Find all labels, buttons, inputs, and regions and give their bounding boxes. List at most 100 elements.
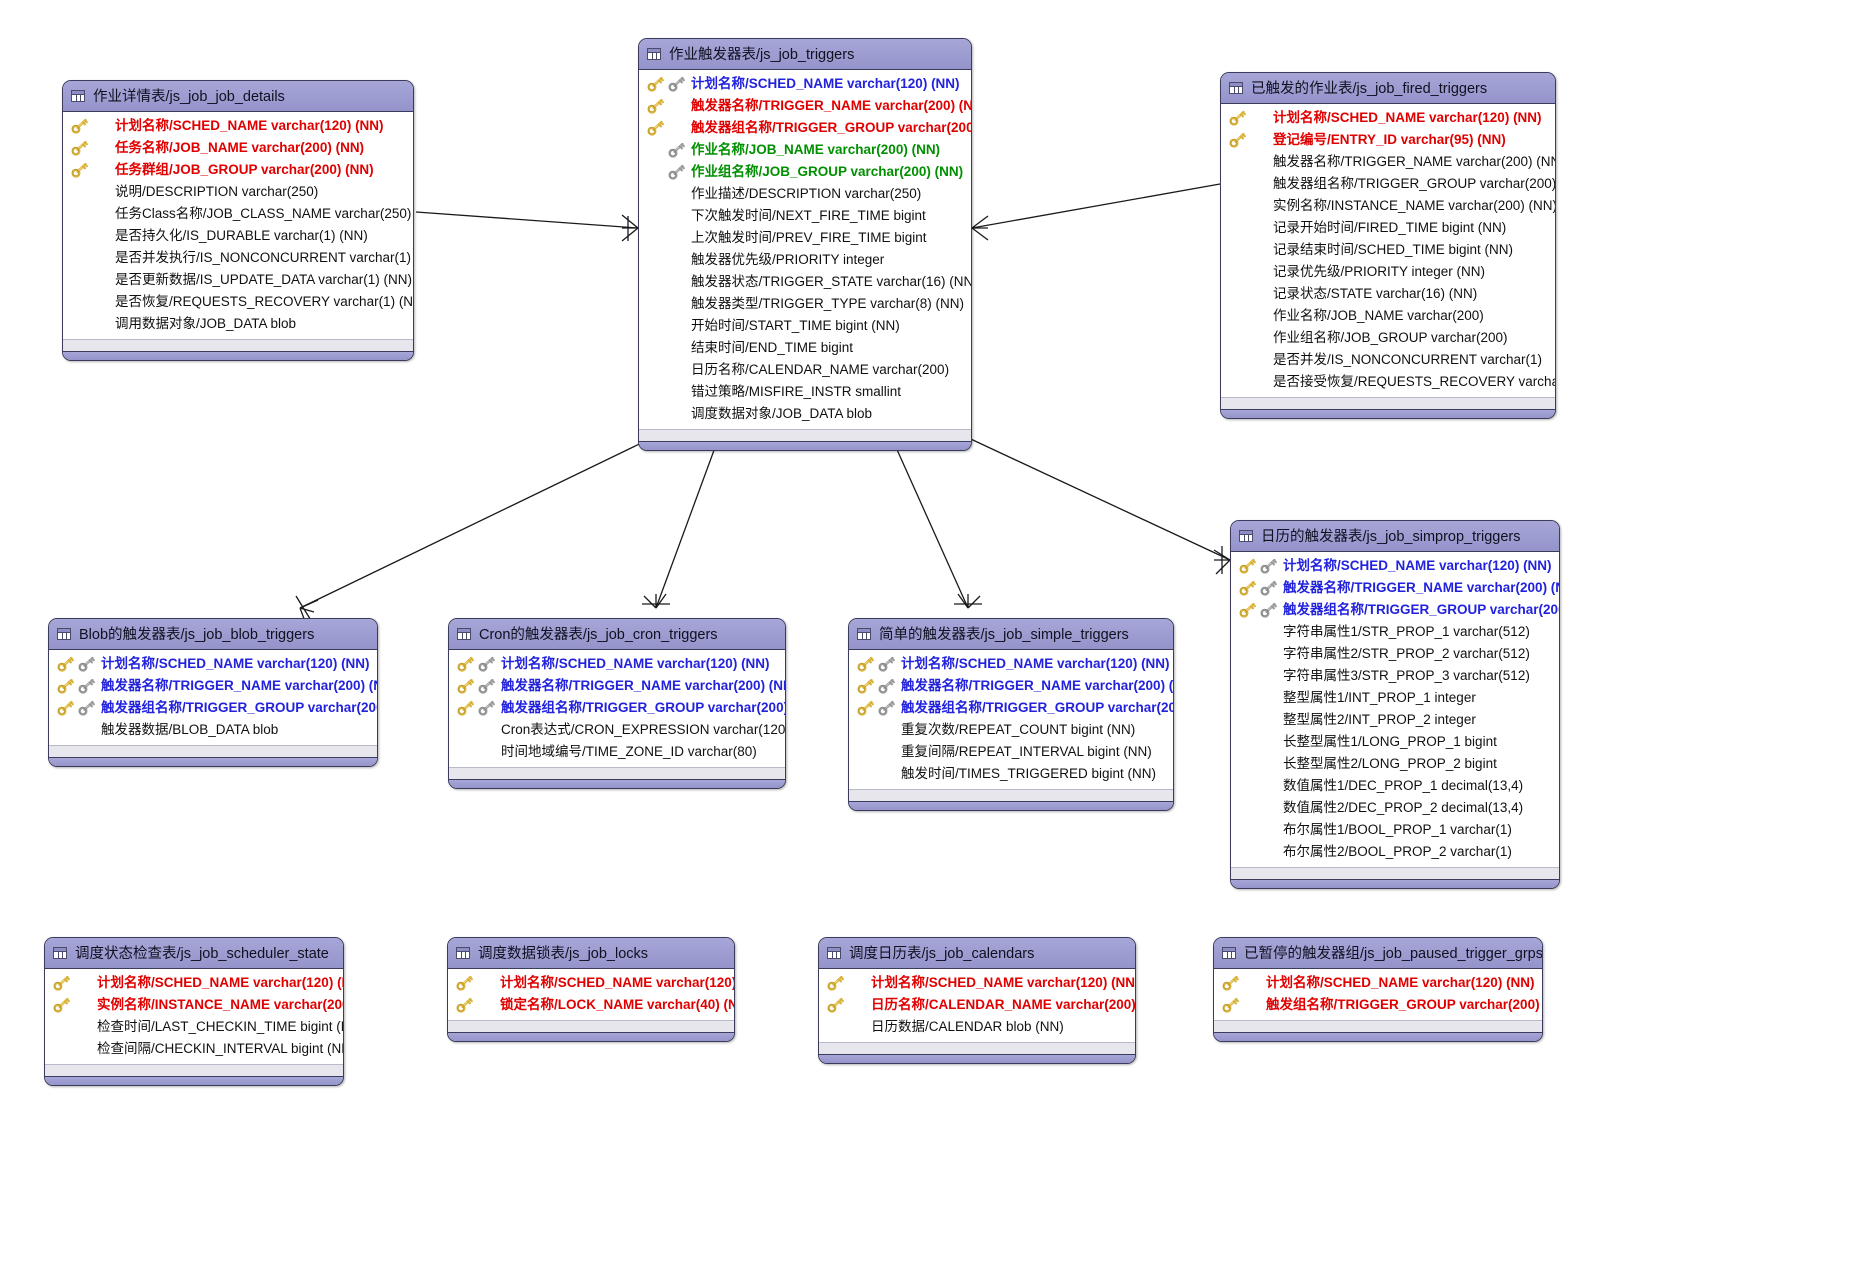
attribute-row-simprop_triggers-2[interactable]: 触发器组名称/TRIGGER_GROUP varchar(200) (NN) <box>1231 599 1559 621</box>
attribute-row-simple_triggers-5[interactable]: 触发时间/TIMES_TRIGGERED bigint (NN) <box>849 763 1173 785</box>
attribute-label-job_details-0: 计划名称/SCHED_NAME varchar(120) (NN) <box>115 118 384 134</box>
entity-scheduler_state[interactable]: 调度状态检查表/js_job_scheduler_state 计划名称/SCHE… <box>44 937 344 1086</box>
attribute-row-job_details-9[interactable]: 调用数据对象/JOB_DATA blob <box>63 313 413 335</box>
attribute-row-triggers-5[interactable]: 作业描述/DESCRIPTION varchar(250) <box>639 183 971 205</box>
attribute-row-job_details-1[interactable]: 任务名称/JOB_NAME varchar(200) (NN) <box>63 137 413 159</box>
attribute-row-job_details-3[interactable]: 说明/DESCRIPTION varchar(250) <box>63 181 413 203</box>
attribute-row-triggers-1[interactable]: 触发器名称/TRIGGER_NAME varchar(200) (NN) <box>639 95 971 117</box>
attribute-row-calendars-0[interactable]: 计划名称/SCHED_NAME varchar(120) (NN) <box>819 972 1135 994</box>
attribute-row-triggers-6[interactable]: 下次触发时间/NEXT_FIRE_TIME bigint <box>639 205 971 227</box>
attribute-row-fired_triggers-11[interactable]: 是否并发/IS_NONCONCURRENT varchar(1) <box>1221 349 1555 371</box>
attribute-row-triggers-9[interactable]: 触发器状态/TRIGGER_STATE varchar(16) (NN) <box>639 271 971 293</box>
attribute-row-fired_triggers-3[interactable]: 触发器组名称/TRIGGER_GROUP varchar(200) (NN) <box>1221 173 1555 195</box>
entity-blob_triggers[interactable]: Blob的触发器表/js_job_blob_triggers 计划名称/SCHE… <box>48 618 378 767</box>
attribute-row-blob_triggers-1[interactable]: 触发器名称/TRIGGER_NAME varchar(200) (NN) <box>49 675 377 697</box>
attribute-row-simple_triggers-3[interactable]: 重复次数/REPEAT_COUNT bigint (NN) <box>849 719 1173 741</box>
attribute-row-simprop_triggers-10[interactable]: 数值属性1/DEC_PROP_1 decimal(13,4) <box>1231 775 1559 797</box>
attribute-row-paused_trigger_grps-0[interactable]: 计划名称/SCHED_NAME varchar(120) (NN) <box>1214 972 1542 994</box>
attribute-row-triggers-3[interactable]: 作业名称/JOB_NAME varchar(200) (NN) <box>639 139 971 161</box>
attribute-row-cron_triggers-0[interactable]: 计划名称/SCHED_NAME varchar(120) (NN) <box>449 653 785 675</box>
attribute-row-fired_triggers-6[interactable]: 记录结束时间/SCHED_TIME bigint (NN) <box>1221 239 1555 261</box>
attribute-row-triggers-12[interactable]: 结束时间/END_TIME bigint <box>639 337 971 359</box>
attribute-label-job_details-9: 调用数据对象/JOB_DATA blob <box>115 316 297 332</box>
entity-footer <box>1221 397 1555 409</box>
attribute-row-fired_triggers-10[interactable]: 作业组名称/JOB_GROUP varchar(200) <box>1221 327 1555 349</box>
attribute-row-simprop_triggers-6[interactable]: 整型属性1/INT_PROP_1 integer <box>1231 687 1559 709</box>
attribute-row-paused_trigger_grps-1[interactable]: 触发组名称/TRIGGER_GROUP varchar(200) (NN) <box>1214 994 1542 1016</box>
attribute-row-triggers-13[interactable]: 日历名称/CALENDAR_NAME varchar(200) <box>639 359 971 381</box>
attribute-row-triggers-7[interactable]: 上次触发时间/PREV_FIRE_TIME bigint <box>639 227 971 249</box>
attribute-row-triggers-8[interactable]: 触发器优先级/PRIORITY integer <box>639 249 971 271</box>
attribute-row-triggers-15[interactable]: 调度数据对象/JOB_DATA blob <box>639 403 971 425</box>
attribute-row-job_details-5[interactable]: 是否持久化/IS_DURABLE varchar(1) (NN) <box>63 225 413 247</box>
attribute-row-triggers-11[interactable]: 开始时间/START_TIME bigint (NN) <box>639 315 971 337</box>
attribute-row-triggers-14[interactable]: 错过策略/MISFIRE_INSTR smallint <box>639 381 971 403</box>
attribute-row-cron_triggers-1[interactable]: 触发器名称/TRIGGER_NAME varchar(200) (NN) <box>449 675 785 697</box>
attribute-row-simprop_triggers-4[interactable]: 字符串属性2/STR_PROP_2 varchar(512) <box>1231 643 1559 665</box>
attribute-row-blob_triggers-2[interactable]: 触发器组名称/TRIGGER_GROUP varchar(200) (NN) <box>49 697 377 719</box>
entity-calendars[interactable]: 调度日历表/js_job_calendars 计划名称/SCHED_NAME v… <box>818 937 1136 1064</box>
attribute-row-scheduler_state-0[interactable]: 计划名称/SCHED_NAME varchar(120) (NN) <box>45 972 343 994</box>
entity-paused_trigger_grps[interactable]: 已暂停的触发器组/js_job_paused_trigger_grps 计划名称… <box>1213 937 1543 1042</box>
entity-locks[interactable]: 调度数据锁表/js_job_locks 计划名称/SCHED_NAME varc… <box>447 937 735 1042</box>
attribute-row-blob_triggers-0[interactable]: 计划名称/SCHED_NAME varchar(120) (NN) <box>49 653 377 675</box>
attribute-row-triggers-0[interactable]: 计划名称/SCHED_NAME varchar(120) (NN) <box>639 73 971 95</box>
attribute-row-cron_triggers-4[interactable]: 时间地域编号/TIME_ZONE_ID varchar(80) <box>449 741 785 763</box>
attribute-label-job_details-3: 说明/DESCRIPTION varchar(250) <box>115 184 319 200</box>
attribute-row-simprop_triggers-9[interactable]: 长整型属性2/LONG_PROP_2 bigint <box>1231 753 1559 775</box>
attribute-row-triggers-4[interactable]: 作业组名称/JOB_GROUP varchar(200) (NN) <box>639 161 971 183</box>
entity-fired_triggers[interactable]: 已触发的作业表/js_job_fired_triggers 计划名称/SCHED… <box>1220 72 1556 419</box>
attribute-row-fired_triggers-2[interactable]: 触发器名称/TRIGGER_NAME varchar(200) (NN) <box>1221 151 1555 173</box>
attribute-row-fired_triggers-1[interactable]: 登记编号/ENTRY_ID varchar(95) (NN) <box>1221 129 1555 151</box>
attribute-list-cron_triggers: 计划名称/SCHED_NAME varchar(120) (NN) 触发器名称/… <box>449 650 785 767</box>
attribute-row-job_details-2[interactable]: 任务群组/JOB_GROUP varchar(200) (NN) <box>63 159 413 181</box>
attribute-row-job_details-6[interactable]: 是否并发执行/IS_NONCONCURRENT varchar(1) (NN) <box>63 247 413 269</box>
attribute-row-locks-1[interactable]: 锁定名称/LOCK_NAME varchar(40) (NN) <box>448 994 734 1016</box>
attribute-row-simprop_triggers-3[interactable]: 字符串属性1/STR_PROP_1 varchar(512) <box>1231 621 1559 643</box>
attribute-row-fired_triggers-12[interactable]: 是否接受恢复/REQUESTS_RECOVERY varchar(1) <box>1221 371 1555 393</box>
attribute-row-simprop_triggers-13[interactable]: 布尔属性2/BOOL_PROP_2 varchar(1) <box>1231 841 1559 863</box>
attribute-row-fired_triggers-9[interactable]: 作业名称/JOB_NAME varchar(200) <box>1221 305 1555 327</box>
attribute-row-simprop_triggers-0[interactable]: 计划名称/SCHED_NAME varchar(120) (NN) <box>1231 555 1559 577</box>
entity-header: 已触发的作业表/js_job_fired_triggers <box>1221 73 1555 104</box>
attribute-label-scheduler_state-1: 实例名称/INSTANCE_NAME varchar(200) (NN) <box>97 997 343 1013</box>
attribute-row-fired_triggers-8[interactable]: 记录状态/STATE varchar(16) (NN) <box>1221 283 1555 305</box>
entity-simple_triggers[interactable]: 简单的触发器表/js_job_simple_triggers 计划名称/SCHE… <box>848 618 1174 811</box>
attribute-row-simple_triggers-1[interactable]: 触发器名称/TRIGGER_NAME varchar(200) (NN) <box>849 675 1173 697</box>
attribute-row-fired_triggers-4[interactable]: 实例名称/INSTANCE_NAME varchar(200) (NN) <box>1221 195 1555 217</box>
attribute-row-scheduler_state-3[interactable]: 检查间隔/CHECKIN_INTERVAL bigint (NN) <box>45 1038 343 1060</box>
attribute-row-locks-0[interactable]: 计划名称/SCHED_NAME varchar(120) (NN) <box>448 972 734 994</box>
attribute-row-calendars-1[interactable]: 日历名称/CALENDAR_NAME varchar(200) (NN) <box>819 994 1135 1016</box>
attribute-row-triggers-2[interactable]: 触发器组名称/TRIGGER_GROUP varchar(200) (NN) <box>639 117 971 139</box>
attribute-row-blob_triggers-3[interactable]: 触发器数据/BLOB_DATA blob <box>49 719 377 741</box>
attribute-row-job_details-0[interactable]: 计划名称/SCHED_NAME varchar(120) (NN) <box>63 115 413 137</box>
attribute-row-fired_triggers-0[interactable]: 计划名称/SCHED_NAME varchar(120) (NN) <box>1221 107 1555 129</box>
entity-simprop_triggers[interactable]: 日历的触发器表/js_job_simprop_triggers 计划名称/SCH… <box>1230 520 1560 889</box>
attribute-row-simprop_triggers-12[interactable]: 布尔属性1/BOOL_PROP_1 varchar(1) <box>1231 819 1559 841</box>
attribute-row-simple_triggers-2[interactable]: 触发器组名称/TRIGGER_GROUP varchar(200) (NN) <box>849 697 1173 719</box>
attribute-row-simprop_triggers-7[interactable]: 整型属性2/INT_PROP_2 integer <box>1231 709 1559 731</box>
attribute-row-simprop_triggers-11[interactable]: 数值属性2/DEC_PROP_2 decimal(13,4) <box>1231 797 1559 819</box>
attribute-row-scheduler_state-2[interactable]: 检查时间/LAST_CHECKIN_TIME bigint (NN) <box>45 1016 343 1038</box>
attribute-row-fired_triggers-5[interactable]: 记录开始时间/FIRED_TIME bigint (NN) <box>1221 217 1555 239</box>
attribute-label-fired_triggers-6: 记录结束时间/SCHED_TIME bigint (NN) <box>1273 242 1514 258</box>
attribute-row-triggers-10[interactable]: 触发器类型/TRIGGER_TYPE varchar(8) (NN) <box>639 293 971 315</box>
attribute-row-simprop_triggers-8[interactable]: 长整型属性1/LONG_PROP_1 bigint <box>1231 731 1559 753</box>
attribute-row-simple_triggers-4[interactable]: 重复间隔/REPEAT_INTERVAL bigint (NN) <box>849 741 1173 763</box>
attribute-row-scheduler_state-1[interactable]: 实例名称/INSTANCE_NAME varchar(200) (NN) <box>45 994 343 1016</box>
attribute-label-simprop_triggers-7: 整型属性2/INT_PROP_2 integer <box>1283 712 1476 728</box>
attribute-row-cron_triggers-2[interactable]: 触发器组名称/TRIGGER_GROUP varchar(200) (NN) <box>449 697 785 719</box>
attribute-row-simprop_triggers-5[interactable]: 字符串属性3/STR_PROP_3 varchar(512) <box>1231 665 1559 687</box>
attribute-row-fired_triggers-7[interactable]: 记录优先级/PRIORITY integer (NN) <box>1221 261 1555 283</box>
attribute-row-calendars-2[interactable]: 日历数据/CALENDAR blob (NN) <box>819 1016 1135 1038</box>
attribute-row-job_details-8[interactable]: 是否恢复/REQUESTS_RECOVERY varchar(1) (NN) <box>63 291 413 313</box>
entity-title-fired_triggers: 已触发的作业表/js_job_fired_triggers <box>1251 81 1488 97</box>
attribute-row-job_details-7[interactable]: 是否更新数据/IS_UPDATE_DATA varchar(1) (NN) <box>63 269 413 291</box>
entity-cron_triggers[interactable]: Cron的触发器表/js_job_cron_triggers 计划名称/SCHE… <box>448 618 786 789</box>
attribute-row-simprop_triggers-1[interactable]: 触发器名称/TRIGGER_NAME varchar(200) (NN) <box>1231 577 1559 599</box>
entity-job_details[interactable]: 作业详情表/js_job_job_details 计划名称/SCHED_NAME… <box>62 80 414 361</box>
entity-triggers[interactable]: 作业触发器表/js_job_triggers 计划名称/SCHED_NAME v… <box>638 38 972 451</box>
attribute-row-cron_triggers-3[interactable]: Cron表达式/CRON_EXPRESSION varchar(120) (NN… <box>449 719 785 741</box>
attribute-row-job_details-4[interactable]: 任务Class名称/JOB_CLASS_NAME varchar(250) (N… <box>63 203 413 225</box>
attribute-row-simple_triggers-0[interactable]: 计划名称/SCHED_NAME varchar(120) (NN) <box>849 653 1173 675</box>
